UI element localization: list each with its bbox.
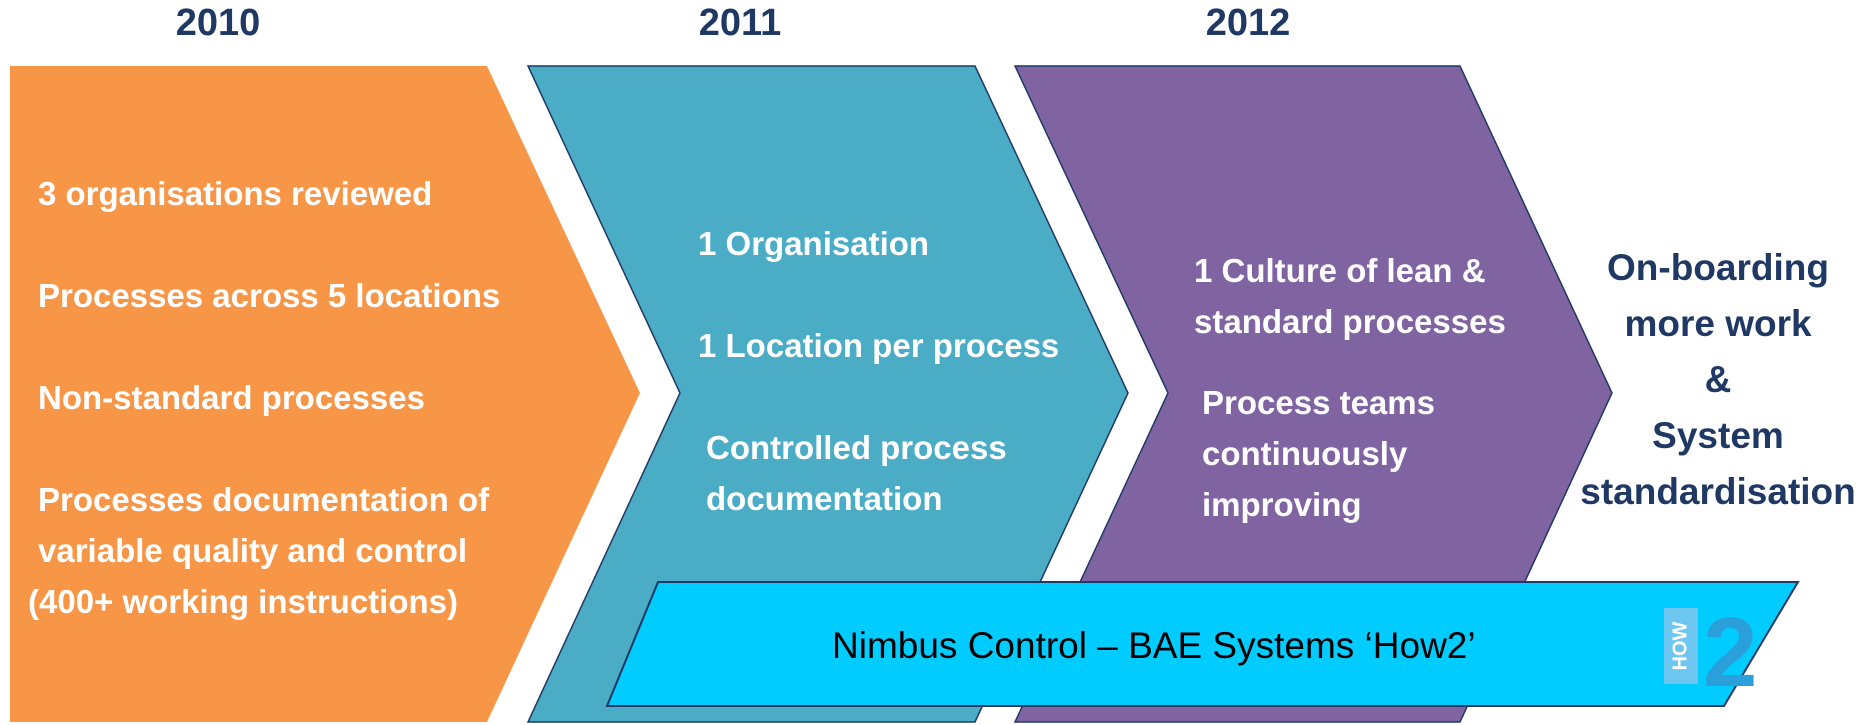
stage-2012-item: standard processes bbox=[1194, 303, 1506, 340]
year-heading-2011: 2011 bbox=[698, 2, 782, 44]
svg-text:HOW: HOW bbox=[1669, 621, 1691, 670]
stage-2010-text: 3 organisations reviewed Processes acros… bbox=[28, 168, 501, 627]
stage-2011-arrow bbox=[526, 65, 1129, 723]
outcome-text: On-boarding more work & System standardi… bbox=[1560, 240, 1876, 520]
stage-2011-item: 1 Organisation bbox=[698, 225, 930, 262]
stage-2012-item: Process teams bbox=[1202, 384, 1435, 421]
stage-2010-item: 3 organisations reviewed bbox=[38, 175, 433, 212]
year-heading-2010: 2010 bbox=[175, 2, 261, 44]
nimbus-banner-shape bbox=[605, 581, 1800, 707]
stage-2012-arrow bbox=[1013, 65, 1613, 723]
stage-2011-item: documentation bbox=[706, 480, 943, 517]
stage-2011-item: 1 Location per process bbox=[698, 327, 1060, 364]
stage-2012-text: 1 Culture of lean & standard processes P… bbox=[1194, 245, 1506, 530]
stage-2012-item: 1 Culture of lean & bbox=[1194, 252, 1486, 289]
stage-2010-item: (400+ working instructions) bbox=[28, 583, 458, 620]
stage-2010-arrow bbox=[10, 66, 640, 722]
outcome-line: standardisation bbox=[1580, 471, 1856, 512]
stage-2010-item: variable quality and control bbox=[38, 532, 468, 569]
stage-2011-item: Controlled process bbox=[706, 429, 1007, 466]
outcome-line: On-boarding bbox=[1607, 247, 1829, 288]
outcome-line: & bbox=[1704, 359, 1732, 400]
year-heading-2012: 2012 bbox=[1205, 2, 1291, 44]
nimbus-banner-label: Nimbus Control – BAE Systems ‘How2’ bbox=[832, 625, 1476, 666]
stage-2010-item: Non-standard processes bbox=[38, 379, 425, 416]
outcome-line: more work bbox=[1624, 303, 1812, 344]
how2-logo-icon: HOW 2 bbox=[1664, 597, 1758, 707]
stage-2010-item: Processes documentation of bbox=[38, 481, 490, 518]
stage-2012-item: improving bbox=[1202, 486, 1362, 523]
outcome-line: System bbox=[1652, 415, 1784, 456]
stage-2010-item: Processes across 5 locations bbox=[38, 277, 501, 314]
stage-2012-item: continuously bbox=[1202, 435, 1408, 472]
svg-text:2: 2 bbox=[1703, 597, 1758, 707]
stage-2011-text: 1 Organisation 1 Location per process Co… bbox=[698, 218, 1059, 524]
